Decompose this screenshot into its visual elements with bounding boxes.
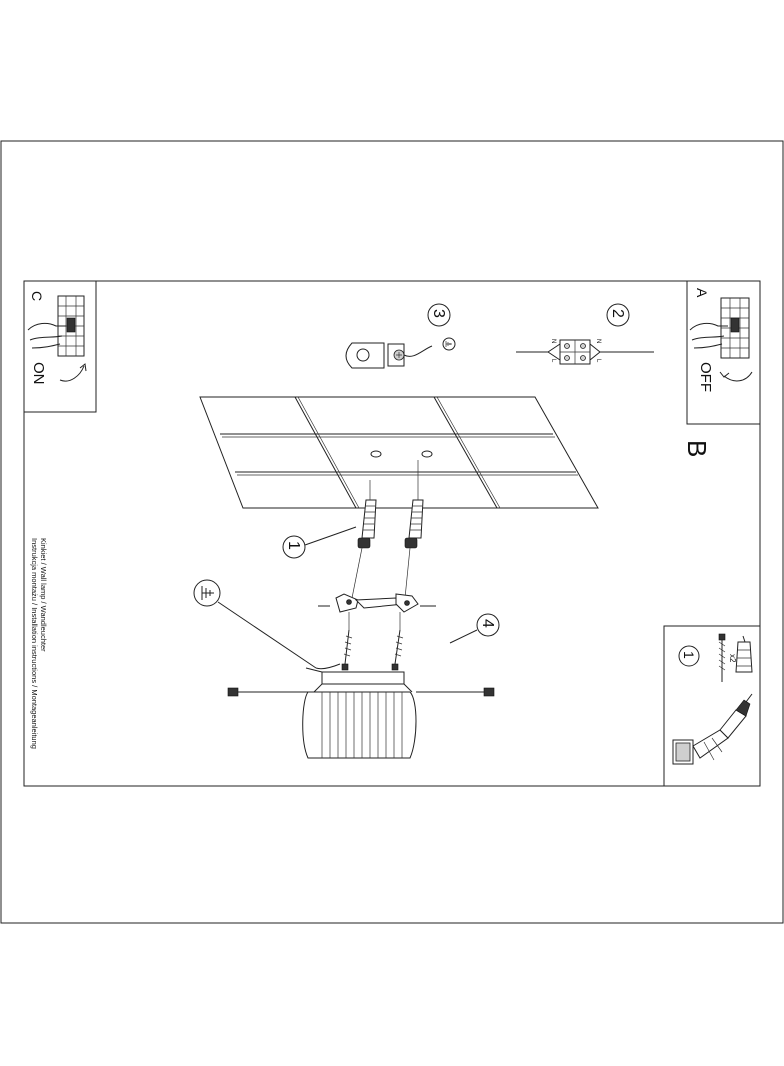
panel-tools-step: 1	[681, 651, 697, 659]
panel-c-state: ON	[30, 362, 47, 385]
earth-symbol-callout	[193, 579, 317, 669]
drill-icon	[672, 693, 753, 765]
panel-a-switch-off: A OFF	[686, 280, 760, 425]
callout-connector: 2	[609, 309, 626, 318]
wall-anchors: 1	[282, 460, 424, 599]
drill-hole	[421, 450, 433, 458]
panel-c-letter: C	[29, 291, 45, 301]
section-b-letter: B	[682, 440, 712, 457]
side-screw-icon	[227, 687, 239, 697]
caption-line-1: Instrukcja montażu / Installation instru…	[30, 538, 39, 749]
connector-label: L	[550, 359, 556, 363]
panel-a-letter: A	[694, 288, 710, 298]
panel-tools: 1 x2	[663, 625, 760, 786]
wall-surface-tiles	[199, 396, 599, 509]
sheet-caption: Instrukcja montażu / Installation instru…	[30, 538, 48, 749]
panel-tools-quantity: x2	[728, 654, 737, 663]
screw-icon	[341, 612, 404, 671]
side-screw-icon	[483, 687, 495, 697]
outer-frame	[0, 140, 784, 924]
screw-icon	[718, 633, 726, 682]
inner-frame	[23, 280, 761, 787]
hand-icon	[27, 322, 66, 349]
connector-label: N	[595, 339, 601, 343]
drill-hole	[370, 450, 382, 458]
wall-plug-icon	[735, 635, 753, 673]
terminal-connector: 2 N L N L	[516, 303, 654, 365]
step-circle	[678, 645, 700, 667]
arrow-icon	[59, 365, 85, 382]
hand-icon	[689, 322, 728, 349]
callout-earth-terminal: 3	[430, 309, 447, 318]
caption-line-2: Kinkiet / Wall lamp / Wandleuchter	[39, 538, 48, 652]
callout-anchors: 1	[285, 541, 302, 550]
panel-c-switch-on: C ON	[24, 280, 97, 413]
panel-a-state: OFF	[697, 362, 714, 392]
breaker-icon	[720, 297, 750, 359]
earth-terminal: 3	[345, 303, 456, 369]
connector-label: N	[550, 339, 556, 343]
callout-bracket: 4	[479, 619, 496, 628]
mounting-bracket: 4	[318, 593, 500, 671]
arrow-icon	[723, 371, 753, 382]
connector-label: L	[595, 359, 601, 363]
lamp-body	[227, 663, 495, 759]
